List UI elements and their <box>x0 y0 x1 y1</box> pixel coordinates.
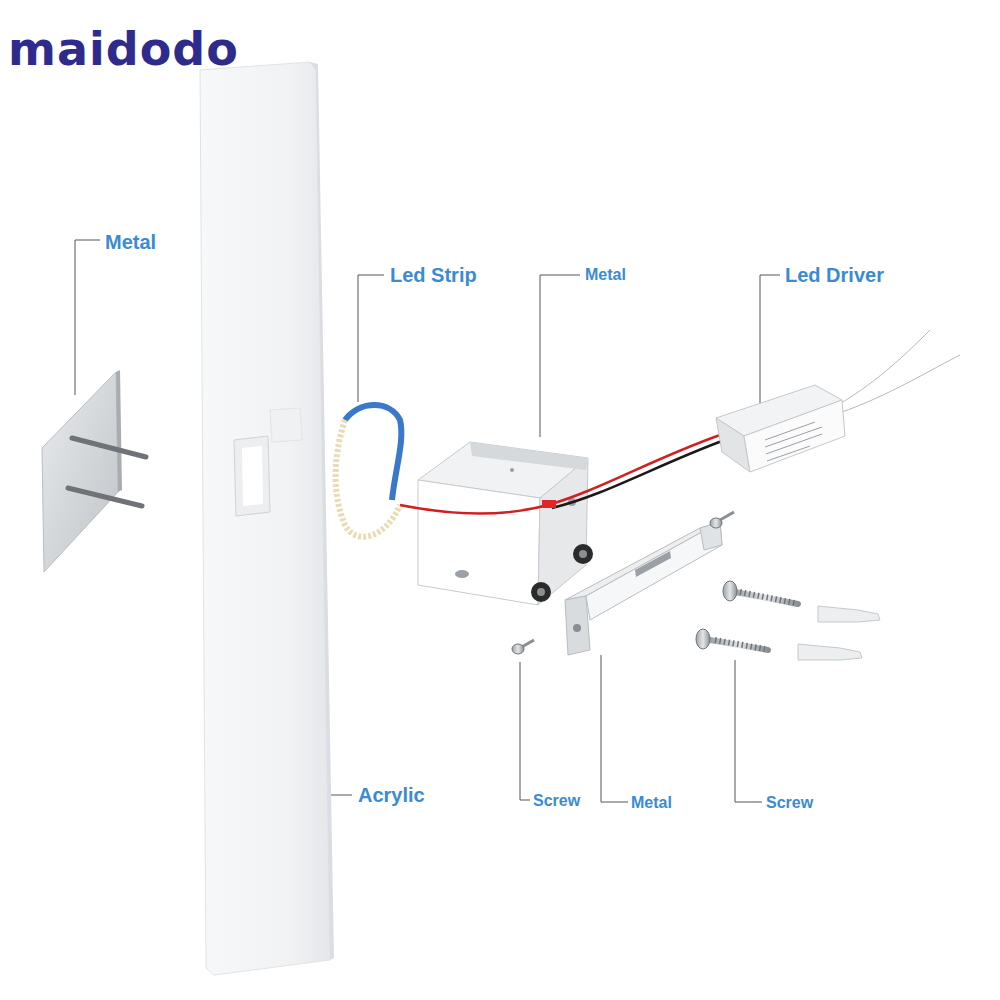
leader-line <box>75 240 100 395</box>
screw-head <box>512 644 524 654</box>
wire-connector <box>542 500 556 508</box>
metal-bracket <box>565 522 722 655</box>
screw-shank <box>735 592 798 604</box>
print-line <box>766 434 822 454</box>
panel-tab <box>270 408 302 442</box>
nut-hole <box>579 550 587 558</box>
print-line <box>767 446 810 461</box>
part-label: Metal <box>105 232 156 252</box>
part-label: Screw <box>766 795 813 811</box>
wire-red <box>400 505 548 514</box>
leader-line <box>540 275 580 437</box>
brand-logo: maidodo <box>8 26 239 72</box>
anchor <box>798 644 862 660</box>
bracket-face <box>586 522 722 620</box>
wire-black <box>552 441 722 508</box>
panel-cutout <box>234 436 270 516</box>
panel-face <box>200 62 330 975</box>
screw-head <box>696 629 710 649</box>
print-line <box>765 422 815 440</box>
acrylic-panel <box>200 62 334 975</box>
part-label: Led Driver <box>785 265 884 285</box>
box-front <box>418 480 540 605</box>
plate-edge <box>116 370 122 492</box>
leader-lines <box>75 240 780 802</box>
nut <box>531 582 551 602</box>
driver-print <box>765 422 822 461</box>
screw-shank <box>720 512 734 520</box>
driver-face <box>744 400 845 472</box>
part-label: Screw <box>533 793 580 809</box>
metal-box <box>418 442 588 605</box>
box-inner <box>470 442 588 470</box>
stud <box>68 488 142 506</box>
small-screws <box>512 512 734 654</box>
wall-anchors <box>798 606 880 660</box>
wire-white <box>838 330 930 405</box>
panel-edge <box>310 62 334 960</box>
box-side <box>538 458 588 605</box>
screw-head <box>710 518 722 528</box>
stud <box>72 438 146 457</box>
leader-line <box>358 275 384 402</box>
metal-plate <box>42 370 146 572</box>
bracket-flange <box>565 596 590 655</box>
led-driver <box>716 385 845 472</box>
strip-leds <box>336 420 400 537</box>
led-strip <box>336 405 402 537</box>
part-label: Metal <box>585 267 626 283</box>
plate-face <box>42 372 118 572</box>
wire-white <box>842 355 960 412</box>
nut <box>573 544 593 564</box>
leader-line <box>760 275 780 418</box>
wire-white <box>838 330 930 405</box>
anchor <box>818 606 880 622</box>
part-label: Led Strip <box>390 265 477 285</box>
screw-thread <box>715 640 765 649</box>
bracket-slot <box>635 551 671 577</box>
part-label: Acrylic <box>358 785 425 805</box>
panel-hole <box>242 446 263 506</box>
nut-hole <box>537 588 545 596</box>
screw-head <box>723 581 737 601</box>
leader-line <box>601 655 628 802</box>
box-hole <box>510 468 514 472</box>
leader-line <box>735 660 762 802</box>
screw-shank <box>710 640 768 650</box>
driver-end <box>716 418 750 472</box>
strip-tape <box>345 405 401 500</box>
screw-thread <box>740 592 795 603</box>
box-hole <box>455 570 469 578</box>
leader-line <box>520 662 530 800</box>
wires <box>400 330 960 514</box>
bracket-hole <box>573 624 581 632</box>
wire-red <box>548 435 720 505</box>
part-label: Metal <box>631 795 672 811</box>
wood-screws <box>696 581 798 650</box>
